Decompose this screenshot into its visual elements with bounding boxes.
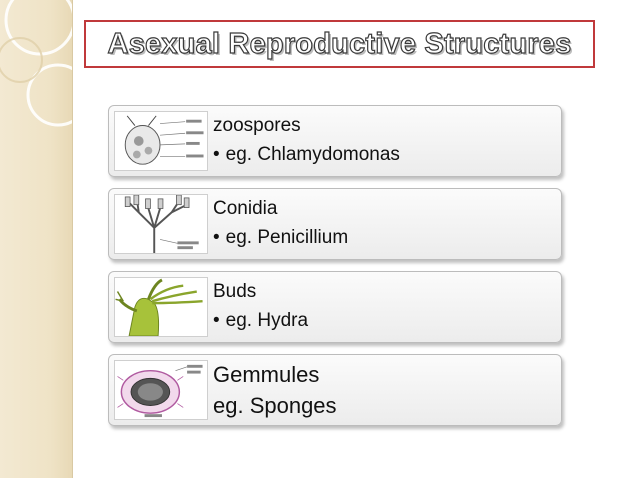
zoospore-diagram-icon	[114, 111, 208, 171]
bullet: •	[213, 310, 220, 331]
item-example: eg. Chlamydomonas	[225, 144, 400, 165]
bullet: •	[213, 144, 220, 165]
item-example-row: •eg. Hydra	[213, 310, 308, 332]
slide-title: Asexual Reproductive Structures	[107, 27, 572, 60]
decorative-circles	[0, 0, 72, 127]
list-item-zoospores: zoospores •eg. Chlamydomonas	[108, 105, 562, 177]
item-heading: Buds	[213, 281, 257, 302]
item-example-row: eg. Sponges	[213, 393, 337, 419]
item-example-row: •eg. Chlamydomonas	[213, 144, 400, 166]
list-item-buds: Buds •eg. Hydra	[108, 271, 562, 343]
item-example: eg. Hydra	[225, 310, 309, 331]
item-example: eg. Sponges	[213, 393, 337, 418]
item-heading: Conidia	[213, 198, 278, 219]
decorative-side-band	[0, 0, 73, 478]
bullet: •	[213, 227, 220, 248]
list-item-conidia: Conidia •eg. Penicillium	[108, 188, 562, 260]
item-example: eg. Penicillium	[225, 227, 349, 248]
item-example-row: •eg. Penicillium	[213, 227, 348, 249]
conidia-diagram-icon	[114, 194, 208, 254]
item-heading: Gemmules	[213, 362, 320, 387]
item-heading: zoospores	[213, 115, 301, 136]
title-box: Asexual Reproductive Structures	[84, 20, 595, 68]
gemmule-diagram-icon	[114, 360, 208, 420]
list-item-gemmules: Gemmules eg. Sponges	[108, 354, 562, 426]
hydra-bud-diagram-icon	[114, 277, 208, 337]
